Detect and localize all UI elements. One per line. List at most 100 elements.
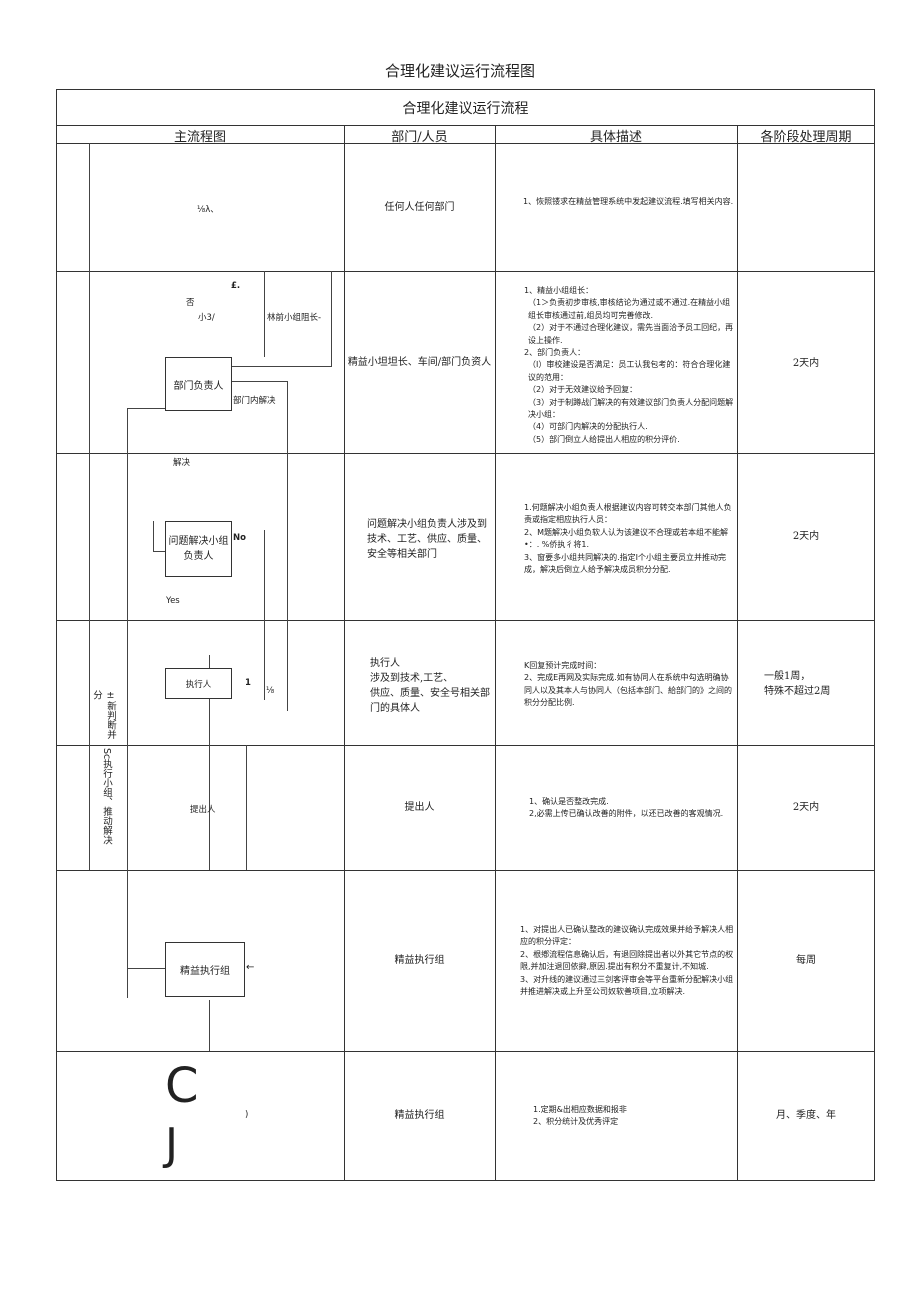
table-title: 合理化建议运行流程 [402,101,529,117]
flow-connector [232,366,332,367]
row2-desc-line: （I）审校建设是否满足：员工认我包考的：符合合理化建议的范用： [528,360,731,382]
row4-desc: K回复预计完成时间： 2、完成E再网及实际完成.如有协同人在系统中勾选明确协同人… [524,660,736,710]
grid-line [344,125,345,1181]
row4-period: 一般1周， 特殊不超过2周 [764,669,874,699]
row4-period-line: 一般1周， [764,671,811,682]
row2-desc-line: （3）对于制蹲战门解决的有效建议部门负责人分配问题解决小组： [528,397,734,420]
row7-period: 月、季度、年 [776,1110,836,1121]
flow-lane-line [127,408,128,998]
row6-desc-line: 2、根鄕流程信息确认后，有退回除提出者以外其它节点的权限,并加注退回依擗,原因.… [520,949,734,972]
row2-desc-line: （1＞负责初步审核,审核结论为通过或不通过.在精益小组组长审核通过前,组员均可完… [528,298,731,320]
header-period: 各阶段处理周期 [760,130,852,145]
flow-label-resolve: 解决 [173,458,191,468]
row5-desc-line: 2,必需上传已确认改善的附件，以还已改善的客观情况. [529,809,724,819]
flow-table [56,89,875,1181]
row2-desc-line: （2）对于不通过合理化建议，需先当面洽予员工回纪，再设上操作. [528,323,734,345]
flow-label-no: 否 [186,298,195,308]
flow-label-pound: £. [231,281,241,291]
flow-connector [264,530,265,700]
flow-vertical-label-a: ±新判断并分 [91,690,116,739]
grid-line [56,870,875,871]
header-description: 具体描述 [589,130,642,145]
flow-connector [232,381,288,382]
flow-label-team-leader: 林前小组阻长- [267,313,322,323]
flow-connector [153,521,154,551]
row3-period: 2天内 [792,531,820,542]
row6-desc-line: 1、对提出人已确认整改的建议确认完成效果并给予解决人相应的积分评定： [520,925,734,947]
flow-box-problem-team: 问题解决小组负责人 [165,521,232,577]
grid-line [56,453,875,454]
flow-box-executor: 执行人 [165,668,232,699]
flow-box-lean-team: 精益执行组 [165,942,245,997]
flow-connector [209,1000,210,1051]
flow-label-one: 1 [245,678,251,688]
row2-period: 2天内 [792,358,820,369]
flow-connector [287,381,288,711]
grid-line [56,143,875,144]
row6-desc-line: 3、对升线的建议通过三剑客评审会等平台重新分配解决小组并推进解决或上升至公司奴软… [520,974,734,997]
row3-desc-line: 1.何题解决小组负责人根据建议内容可转交本部门其他人负责或指定相应执行人员： [524,503,732,525]
flow-connector [264,271,265,357]
row3-desc: 1.何题解决小组负责人根据建议内容可转交本部门其他人负责或指定相应执行人员： 2… [524,502,736,576]
row6-desc: 1、对提出人已确认整改的建议确认完成效果并给予解决人相应的积分评定： 2、根鄕流… [520,924,736,998]
grid-line [56,745,875,746]
flow-terminator-j: J [165,1119,178,1170]
row4-desc-line: K回复预计完成时间： [524,661,602,670]
flow-box-proposer: 提出人 [190,805,216,815]
header-department: 部门/人员 [391,130,448,145]
row7-desc: 1.定期&出相应数据和报非 2、积分统计及优秀评定 [533,1104,733,1129]
row2-desc-line: （2）对于无效建议给予回复： [528,385,638,395]
row6-dept: 精益执行组 [394,955,445,966]
row4-dept-line: 门的具体人 [370,703,420,714]
row2-desc-line: 1、精益小组组长： [524,286,594,295]
grid-line [56,1051,875,1052]
row4-dept-line: 涉及到技术,工艺、 [370,673,454,684]
arrow-left-icon: ← [246,962,255,973]
flow-connector [246,745,247,870]
row2-desc: 1、精益小组组长： （1＞负责初步审核,审核结论为通过或不通过.在精益小组组长审… [524,285,736,446]
row6-period: 每周 [796,955,816,966]
row5-desc-line: 1、确认是否整改完成. [529,797,609,806]
grid-line [56,125,875,126]
flow-label-internal: 部门内解决 [233,396,276,406]
row4-dept-line: 供应、质量、安全号相关部 [370,688,490,699]
row4-desc-line: 2、完成E再网及实际完成.如有协同人在系统中勾选明确协同人以及其本人与协同人（包… [524,673,732,708]
row1-desc: 1、恢照镂求在精益管理系统中发起建议流程.填写相关内容. [523,196,735,208]
flow-connector [331,271,332,366]
flow-label-yes: Yes [166,596,180,606]
flow-label-no-en: No [233,533,246,543]
row7-dept: 精益执行组 [394,1110,445,1121]
flow-lane-line [89,745,90,870]
row7-desc-line: 2、积分统计及优秀评定 [533,1117,619,1127]
row3-desc-line: 3、窗要多小组共同解决的.指定I个小组主要员立并推动完成，解决后倒立人给予解决成… [524,552,726,575]
flow-label-paren: ) [245,1110,249,1120]
document-title: 合理化建议运行流程图 [384,62,535,80]
row4-period-line: 特殊不超过2周 [764,686,831,697]
row1-dept: 任何人任何部门 [384,202,455,213]
grid-line [737,125,738,1181]
row3-dept: 问题解决小组负责人涉及到技术、工艺、供应、质量、安全等相关部门 [367,519,487,560]
row2-desc-line: 2、部门负责人： [524,348,586,358]
flow-label-input: ⅛λ、 [197,205,219,215]
row2-desc-line: （4）可部门内解决的分配执行人. [528,422,648,432]
grid-line [56,271,875,272]
row2-desc-line: （5）部门倒立人给提出人相应的积分评价. [528,434,680,444]
row3-desc-line: 2、M题解决小组负软人认为该建议不合理或若本组不能解•：. %侨执彳将1. [524,527,728,550]
flow-connector [127,408,165,409]
grid-line [495,125,496,1181]
row7-desc-line: 1.定期&出相应数据和报非 [533,1105,627,1114]
flow-connector [153,551,165,552]
row5-dept: 提出人 [404,802,435,813]
row4-dept-line: 执行人 [370,658,400,669]
header-main-flow: 主流程图 [173,130,226,145]
flow-label-small: 小3/ [198,313,215,323]
flow-terminator-c: C [165,1058,199,1114]
row5-desc: 1、确认是否整改完成. 2,必需上传已确认改善的附件，以还已改善的客观情况. [529,796,737,821]
row4-dept: 执行人 涉及到技术,工艺、 供应、质量、安全号相关部 门的具体人 [370,656,494,716]
flow-box-dept-head: 部门负责人 [165,357,232,411]
row5-period: 2天内 [792,802,820,813]
grid-line [56,620,875,621]
row2-dept: 精益小坦坦长、车间/部门负资人 [347,357,492,368]
flow-connector [127,968,165,969]
flow-vertical-label-b: Sc执行小组、推动解决 [101,748,112,845]
